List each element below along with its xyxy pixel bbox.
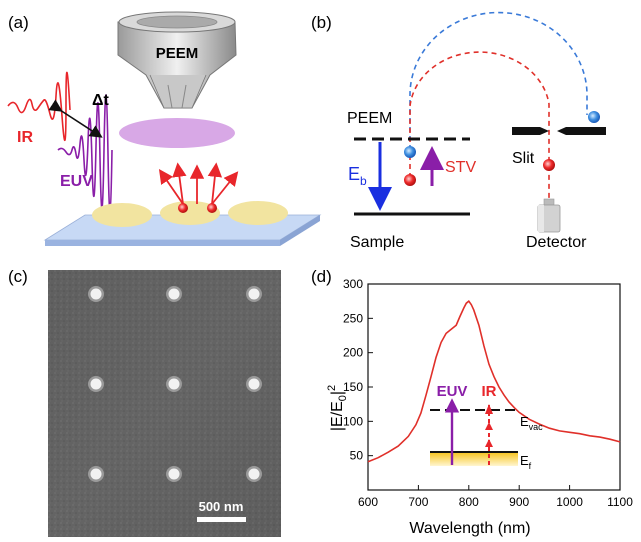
panel-b-label: (b) bbox=[311, 13, 332, 32]
x-tick-label: 1100 bbox=[607, 495, 633, 509]
stv-label: STV bbox=[445, 159, 476, 176]
peem-instrument: PEEM bbox=[117, 11, 237, 109]
nanodisk-pad bbox=[160, 201, 220, 225]
slit-left bbox=[512, 127, 549, 135]
energy-inset: EUV IR Evac Ef bbox=[430, 383, 543, 471]
fermi-sea bbox=[430, 452, 518, 466]
blue-trajectory bbox=[409, 11, 588, 150]
panel-c-label: (c) bbox=[8, 267, 28, 286]
nanodisk-core bbox=[168, 378, 180, 390]
y-tick-label: 200 bbox=[343, 346, 363, 360]
x-tick-label: 800 bbox=[459, 495, 479, 509]
eb-label: Eb bbox=[348, 164, 367, 188]
x-tick-label: 900 bbox=[509, 495, 529, 509]
red-electron-slit bbox=[543, 159, 555, 171]
ir-label: IR bbox=[17, 129, 33, 146]
substrate bbox=[43, 201, 322, 246]
x-tick-label: 1000 bbox=[556, 495, 583, 509]
series-line bbox=[367, 300, 621, 463]
nanodisk-pad bbox=[228, 201, 288, 225]
panel-d: (d) 600 700 800 900 1000 1100 50 100 150 200 250 3… bbox=[311, 267, 633, 537]
electron-lens bbox=[119, 118, 235, 148]
nanodisk-array bbox=[88, 286, 262, 482]
y-tick-label: 50 bbox=[350, 449, 364, 463]
ef-label: Ef bbox=[520, 453, 532, 471]
nanodisk-pad bbox=[92, 203, 152, 227]
hotspot bbox=[178, 203, 188, 213]
blue-electron bbox=[404, 146, 416, 158]
blue-electron-slit bbox=[588, 111, 600, 123]
red-trajectory bbox=[409, 51, 550, 200]
nanodisk-core bbox=[168, 288, 180, 300]
inset-euv-label: EUV bbox=[437, 383, 468, 400]
scale-bar-label: 500 nm bbox=[199, 499, 244, 514]
peem-level-label: PEEM bbox=[347, 110, 392, 127]
hotspot bbox=[207, 203, 217, 213]
slit-label: Slit bbox=[512, 150, 535, 167]
nanodisk-core bbox=[168, 468, 180, 480]
y-axis-label: |E/E0|2 bbox=[326, 385, 349, 431]
y-tick-label: 100 bbox=[343, 414, 363, 428]
inset-ir-label: IR bbox=[482, 383, 497, 400]
y-tick-label: 300 bbox=[343, 277, 363, 291]
evac-label: Evac bbox=[520, 414, 543, 432]
panel-c: (c) 500 nm bbox=[8, 267, 281, 537]
x-axis-label: Wavelength (nm) bbox=[409, 520, 530, 537]
delay-arrow bbox=[48, 99, 103, 138]
panel-b: (b) PEEM Eb STV Sample Slit Detector bbox=[311, 11, 606, 251]
y-tick-label: 150 bbox=[343, 380, 363, 394]
x-tick-label: 600 bbox=[358, 495, 378, 509]
nanodisk-core bbox=[248, 378, 260, 390]
delay-label: Δt bbox=[92, 92, 110, 109]
nanodisk-core bbox=[248, 288, 260, 300]
x-tick-label: 700 bbox=[408, 495, 428, 509]
x-ticks: 600 700 800 900 1000 1100 bbox=[358, 485, 633, 509]
scale-bar bbox=[197, 517, 246, 522]
peem-label: PEEM bbox=[156, 45, 199, 62]
panel-d-label: (d) bbox=[311, 267, 332, 286]
ir-pulse bbox=[7, 71, 71, 141]
y-tick-label: 250 bbox=[343, 311, 363, 325]
enhancement-chart: 600 700 800 900 1000 1100 50 100 150 200 250 300 bbox=[343, 277, 633, 509]
nanodisk-core bbox=[248, 468, 260, 480]
red-electron bbox=[404, 174, 416, 186]
detector bbox=[537, 198, 561, 233]
emission-arrows bbox=[158, 162, 239, 205]
slit-right bbox=[557, 127, 606, 135]
detector-label: Detector bbox=[526, 234, 587, 251]
euv-pulse bbox=[57, 94, 113, 212]
euv-label: EUV bbox=[60, 173, 93, 190]
nanodisk-core bbox=[90, 468, 102, 480]
y-ticks: 50 100 150 200 250 300 bbox=[343, 277, 373, 463]
panel-a: (a) PEEM IR EUV Δt bbox=[7, 11, 322, 246]
nanodisk-core bbox=[90, 378, 102, 390]
sample-label: Sample bbox=[350, 234, 404, 251]
panel-a-label: (a) bbox=[8, 13, 29, 32]
nanodisk-core bbox=[90, 288, 102, 300]
